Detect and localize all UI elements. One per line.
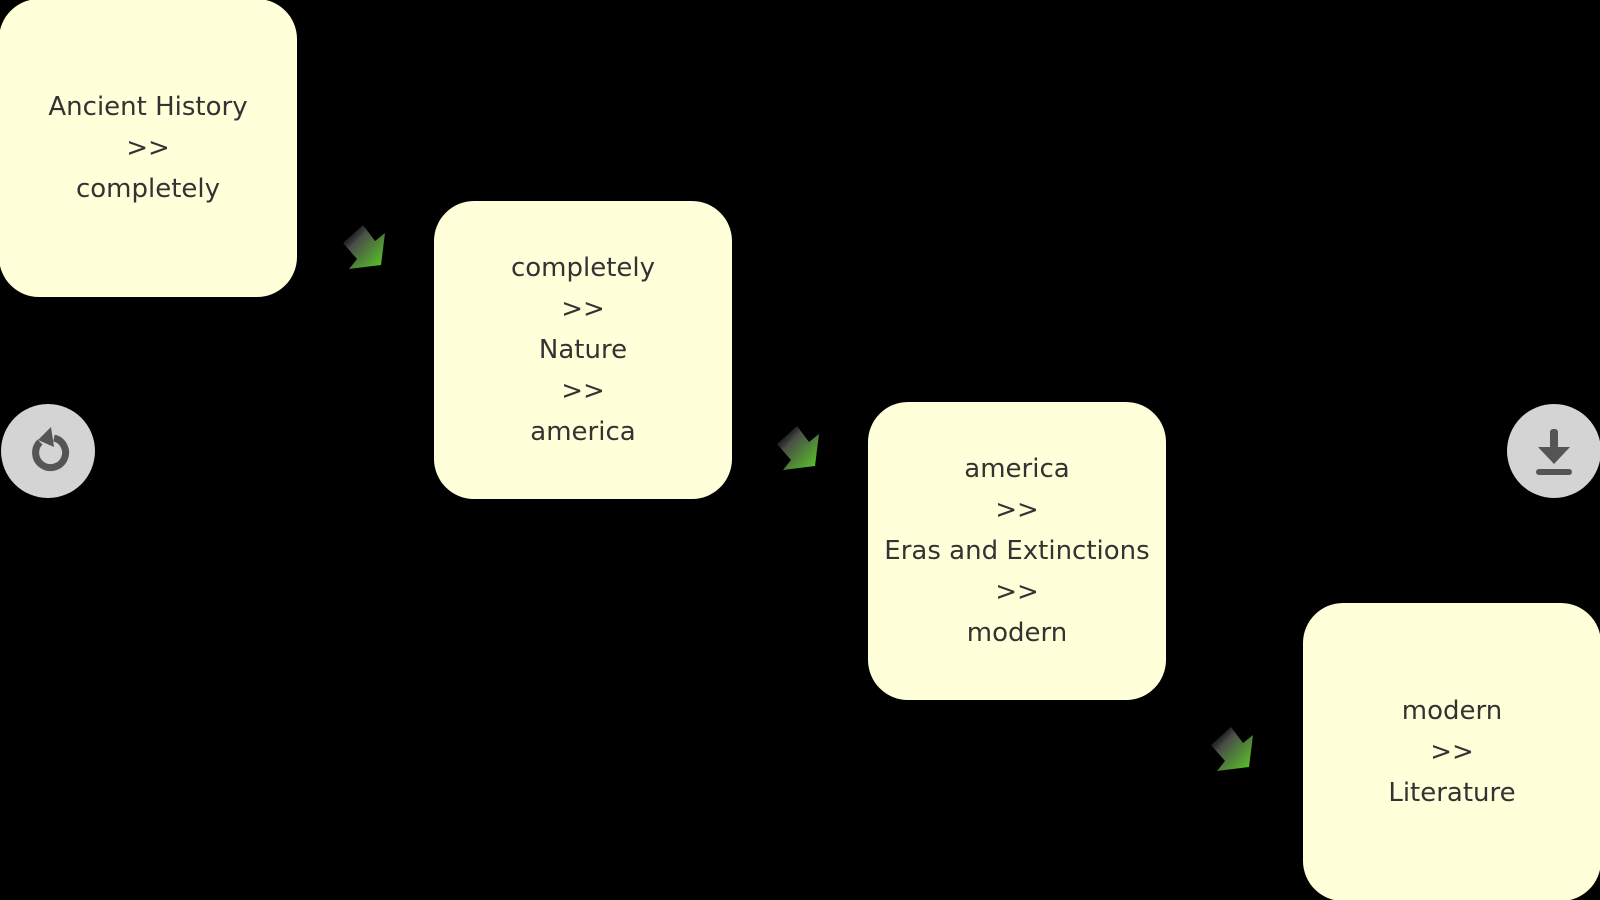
flow-card-2: completely >> Nature >> america [434, 201, 732, 499]
flow-card-3: america >> Eras and Extinctions >> moder… [868, 402, 1166, 700]
card-text: completely [510, 252, 656, 283]
card-text: Ancient History [48, 91, 248, 122]
card-text: america [964, 453, 1070, 484]
download-icon [1536, 429, 1572, 475]
flow-card-4: modern >> Literature [1303, 603, 1600, 900]
download-button[interactable] [1507, 404, 1600, 498]
card-separator: >> [561, 375, 605, 406]
flow-card-1: Ancient History >> completely [0, 0, 297, 297]
card-separator: >> [995, 576, 1039, 607]
card-separator: >> [995, 494, 1039, 525]
card-text: modern [966, 617, 1068, 648]
arrow-down-right-icon [1211, 727, 1253, 771]
card-text: completely [75, 173, 221, 204]
arrow-down-right-icon [343, 225, 385, 269]
card-text: Nature [538, 334, 628, 365]
reload-button[interactable] [1, 404, 95, 498]
card-text: modern [1401, 695, 1503, 726]
card-text: Eras and Extinctions [884, 535, 1150, 566]
arrow-down-right-icon [777, 426, 819, 470]
card-separator: >> [126, 132, 170, 163]
card-text: america [530, 416, 636, 447]
card-text: Literature [1388, 777, 1516, 808]
card-separator: >> [561, 293, 605, 324]
card-separator: >> [1430, 736, 1474, 767]
reload-icon [32, 427, 70, 472]
